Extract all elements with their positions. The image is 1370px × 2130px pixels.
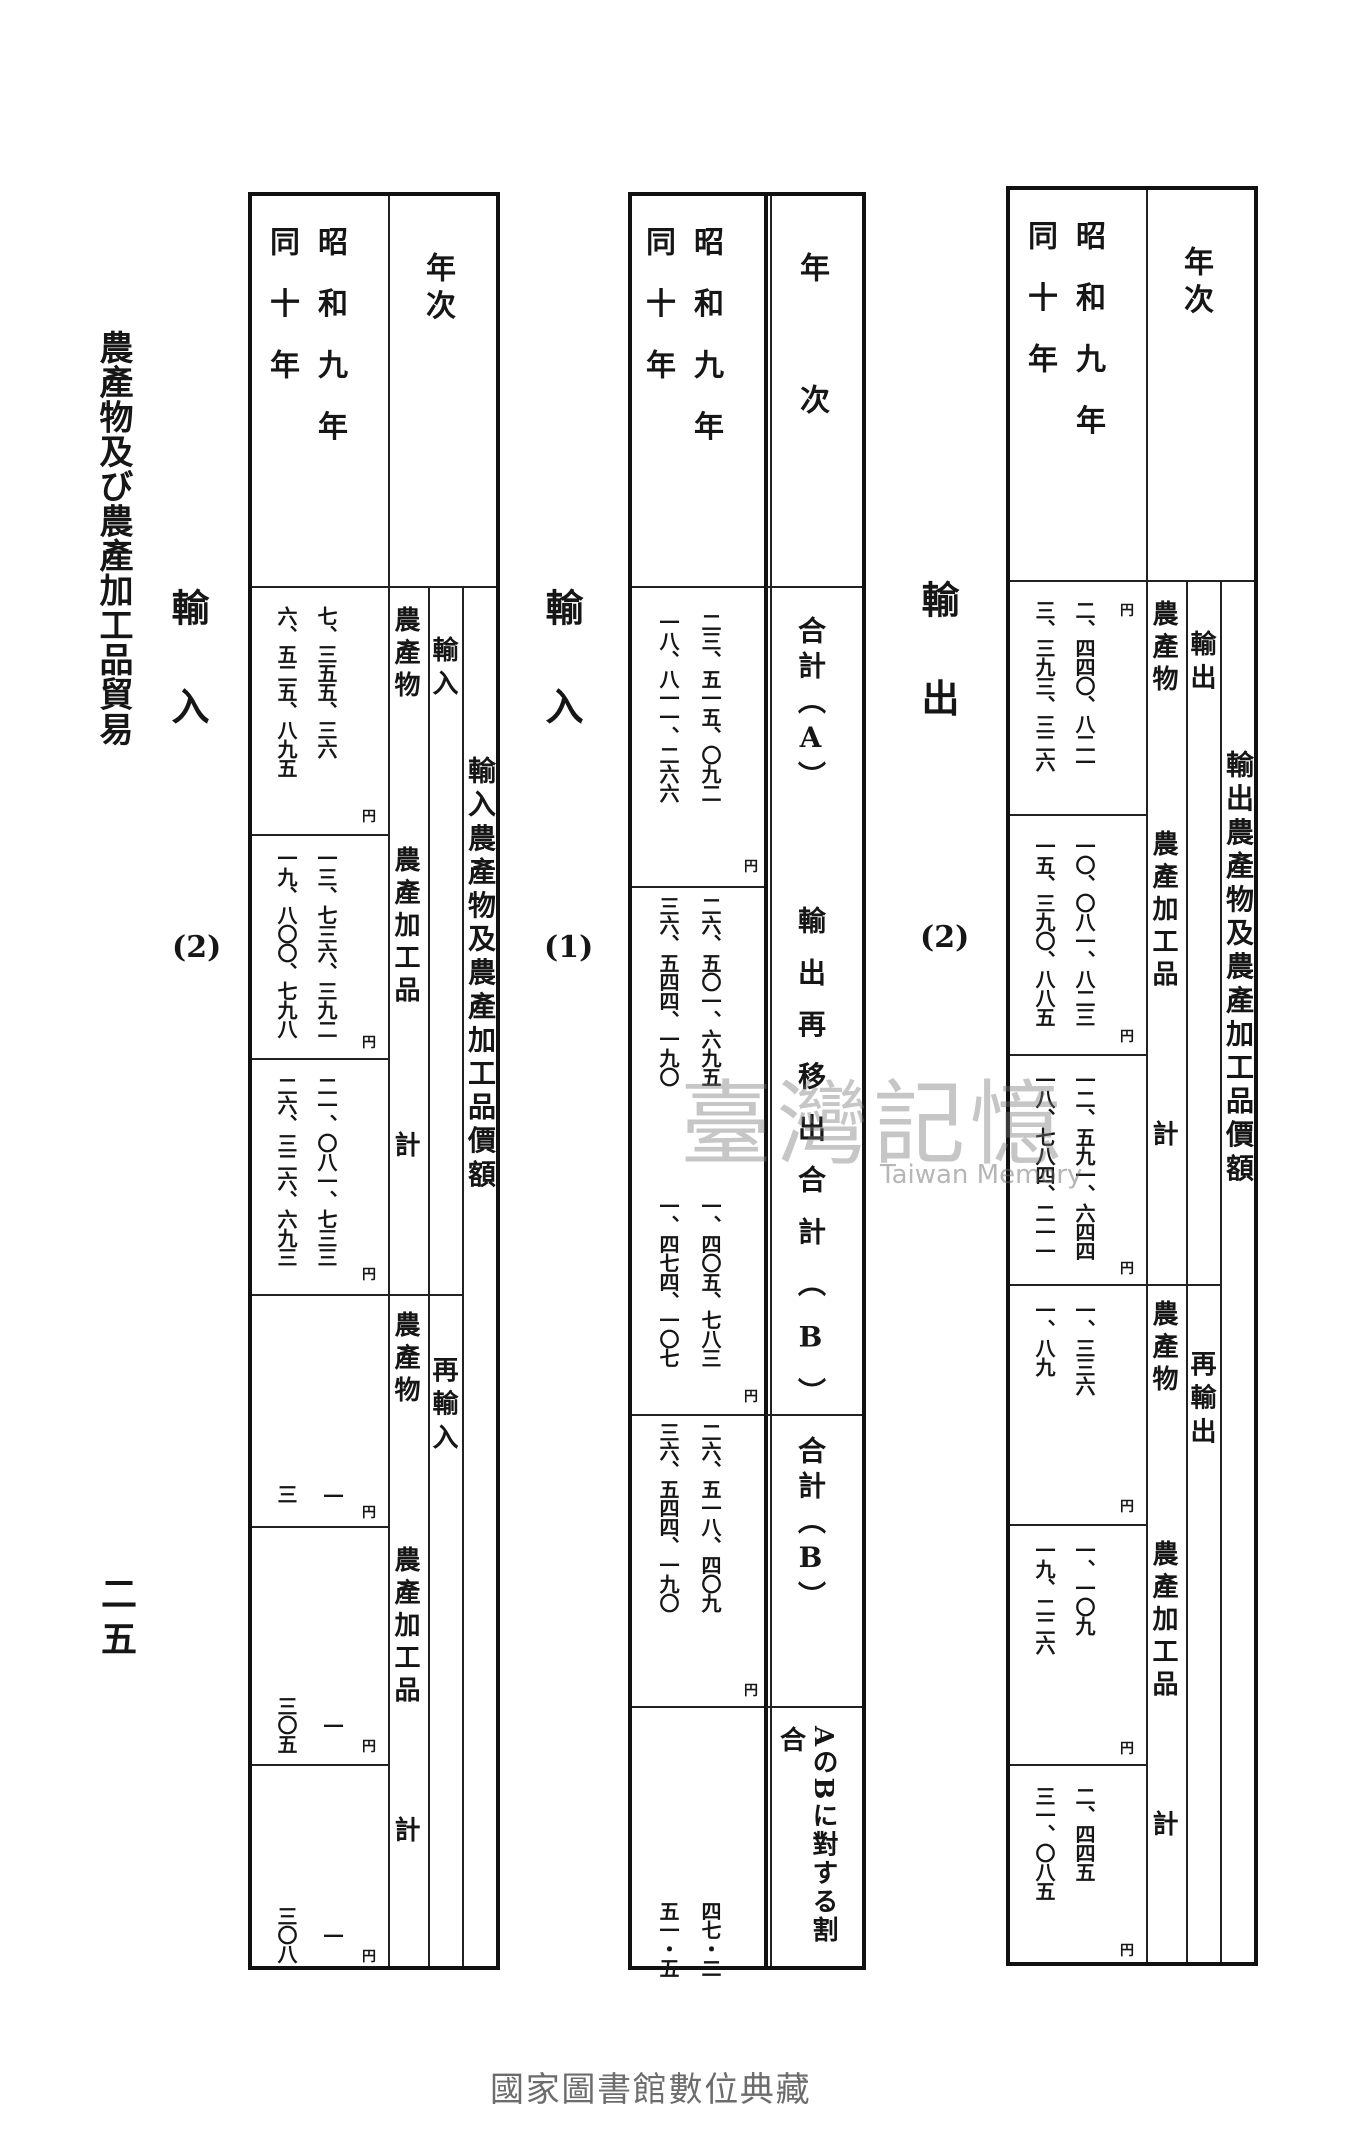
cell: 一九、八〇〇、七九八 <box>274 848 298 1038</box>
year-row-1: 昭和九年 <box>312 226 347 472</box>
cell: 三一、〇八五 <box>1032 1786 1056 1900</box>
import-table-2-title: 輸入 <box>165 588 210 786</box>
year-row-2: 同十年 <box>640 226 675 411</box>
col-total-a: 合計（A） <box>794 616 827 796</box>
cell: 一九、二二六 <box>1032 1540 1056 1654</box>
watermark-logo: 臺灣記憶 <box>680 1071 1067 1178</box>
unit-mark: 円 <box>1120 603 1134 619</box>
import-table-1-subtitle: (1) <box>544 930 594 965</box>
cell: 一、八九 <box>1032 1300 1056 1376</box>
cell: 一八、七八四、二一一 <box>1032 1070 1056 1260</box>
col-total: 計 <box>1148 1120 1178 1153</box>
cell: 二、四四〇、八二一 <box>1072 600 1096 771</box>
cell: 五一・五 <box>656 1901 680 1977</box>
cell: 一、四七四、一〇七 <box>656 1196 680 1367</box>
cell: 一二、五九一、六四四 <box>1072 1070 1096 1260</box>
col-agri: 農產物 <box>1148 600 1178 698</box>
cell: 三、三九三、三二六 <box>1032 600 1056 771</box>
cell: 一、四〇五、七八三 <box>698 1196 722 1367</box>
unit-mark: 円 <box>744 1683 758 1699</box>
col-agri: 農產物 <box>390 606 420 704</box>
cell: 一 <box>320 1486 344 1505</box>
unit-mark: 円 <box>362 1267 376 1283</box>
cell: 二六、三二六、六九三 <box>274 1076 298 1266</box>
cell: 一〇、〇八一、八二三 <box>1072 836 1096 1026</box>
col-total-re: 計 <box>390 1816 420 1849</box>
unit-mark: 円 <box>362 809 376 825</box>
import-table-1: 同十年 昭和九年 二三、五一五、〇九二 一八、八一一、二六六 円 二六、五〇一、… <box>628 192 772 1977</box>
watermark-subtitle: Taiwan Memory <box>880 1160 1083 1190</box>
col-total-b: 合計（B） <box>794 1436 827 1616</box>
col-agri-re: 農產物 <box>1148 1300 1178 1398</box>
unit-mark: 円 <box>362 1739 376 1755</box>
col-processed: 農產加工品 <box>1148 830 1178 993</box>
year-header: 年次 <box>794 252 829 516</box>
col-total-re: 計 <box>1148 1810 1178 1843</box>
cell: 二一、〇八一、七三三 <box>314 1076 338 1266</box>
cell: 二、四四五 <box>1072 1786 1096 1881</box>
col-processed-re: 農產加工品 <box>390 1546 420 1709</box>
group-header-reimport: 再輸入 <box>428 1356 458 1458</box>
import-table-2-subtitle: (2) <box>172 930 222 965</box>
cell: 二六、五一八、四〇九 <box>698 1422 722 1612</box>
year-row-2: 同十年 <box>264 226 299 411</box>
year-row-2: 同十年 <box>1022 220 1057 405</box>
unit-mark: 円 <box>744 859 758 875</box>
unit-mark: 円 <box>744 1389 758 1405</box>
cell: 一、三三六 <box>1072 1300 1096 1395</box>
year-header: 年次 <box>1178 246 1213 321</box>
group-header-export: 輸出 <box>1186 630 1216 698</box>
unit-mark: 円 <box>1120 1499 1134 1515</box>
export-table-2: 年次 同十年 昭和九年 輸出農產物及農產加工品價額 輸出 再輸出 農產物 農產加… <box>1006 186 1258 1966</box>
cell: 一 <box>320 1926 344 1945</box>
unit-mark: 円 <box>1120 1741 1134 1757</box>
year-row-1: 昭和九年 <box>688 226 723 472</box>
year-row-1: 昭和九年 <box>1070 220 1105 466</box>
unit-mark: 円 <box>1120 1943 1134 1959</box>
group-header-import: 輸入 <box>428 636 458 704</box>
unit-mark: 円 <box>362 1035 376 1051</box>
cell: 一、一〇九 <box>1072 1540 1096 1635</box>
unit-mark: 円 <box>1120 1261 1134 1277</box>
import-table-1-title: 輸入 <box>539 588 584 786</box>
cell: 三六、五四四、一九〇 <box>656 896 680 1086</box>
cell: 六、五二五、八九五 <box>274 606 298 777</box>
cell: 三六、五四四、一九〇 <box>656 1422 680 1612</box>
col-processed-re: 農產加工品 <box>1148 1540 1178 1703</box>
col-total: 計 <box>390 1131 420 1164</box>
footer-stamp: 國家圖書館數位典藏 <box>490 2070 812 2110</box>
year-header: 年次 <box>420 252 455 327</box>
col-agri-re: 農產物 <box>390 1311 420 1409</box>
export-table-2-title: 輸出 <box>915 580 960 778</box>
cell: 二三、五一五、〇九二 <box>698 612 722 802</box>
cell: 七、三五五、三六 <box>314 606 338 758</box>
unit-mark: 円 <box>362 1505 376 1521</box>
cell: 四七・二 <box>698 1901 722 1977</box>
cell: 一三、七三六、三九二 <box>314 848 338 1038</box>
col-export-reexport: 輸出再移出合計（B） <box>794 906 827 1429</box>
col-processed: 農產加工品 <box>390 846 420 1009</box>
running-head: 農產物及び農產加工品貿易 <box>93 330 133 747</box>
unit-mark: 円 <box>1120 1029 1134 1045</box>
cell: 三〇八 <box>274 1906 298 1963</box>
group-header-reexport: 再輸出 <box>1186 1350 1216 1452</box>
cell: 一八、八一一、二六六 <box>656 612 680 802</box>
super-header: 輸入農產物及農產加工品價額 <box>464 756 497 1193</box>
cell: 二六、五〇一、六九五 <box>698 896 722 1086</box>
super-header: 輸出農產物及農產加工品價額 <box>1222 750 1255 1187</box>
import-table-2: 年次 同十年 昭和九年 輸入農產物及農產加工品價額 輸入 再輸入 農產物 農產加… <box>248 192 500 1970</box>
cell: 一 <box>320 1716 344 1735</box>
cell: 一五、三九〇、八八五 <box>1032 836 1056 1026</box>
import-table-1-headers: 年次 合計（A） 輸出再移出合計（B） 合計（B） AのBに對する割合 <box>766 192 866 1970</box>
unit-mark: 円 <box>362 1949 376 1965</box>
export-table-2-subtitle: (2) <box>920 920 970 955</box>
page-number: 二五 <box>95 1575 137 1665</box>
cell: 三〇五 <box>274 1696 298 1753</box>
cell: 三 <box>274 1484 298 1503</box>
col-ratio: AのBに對する割合 <box>775 1726 839 1945</box>
